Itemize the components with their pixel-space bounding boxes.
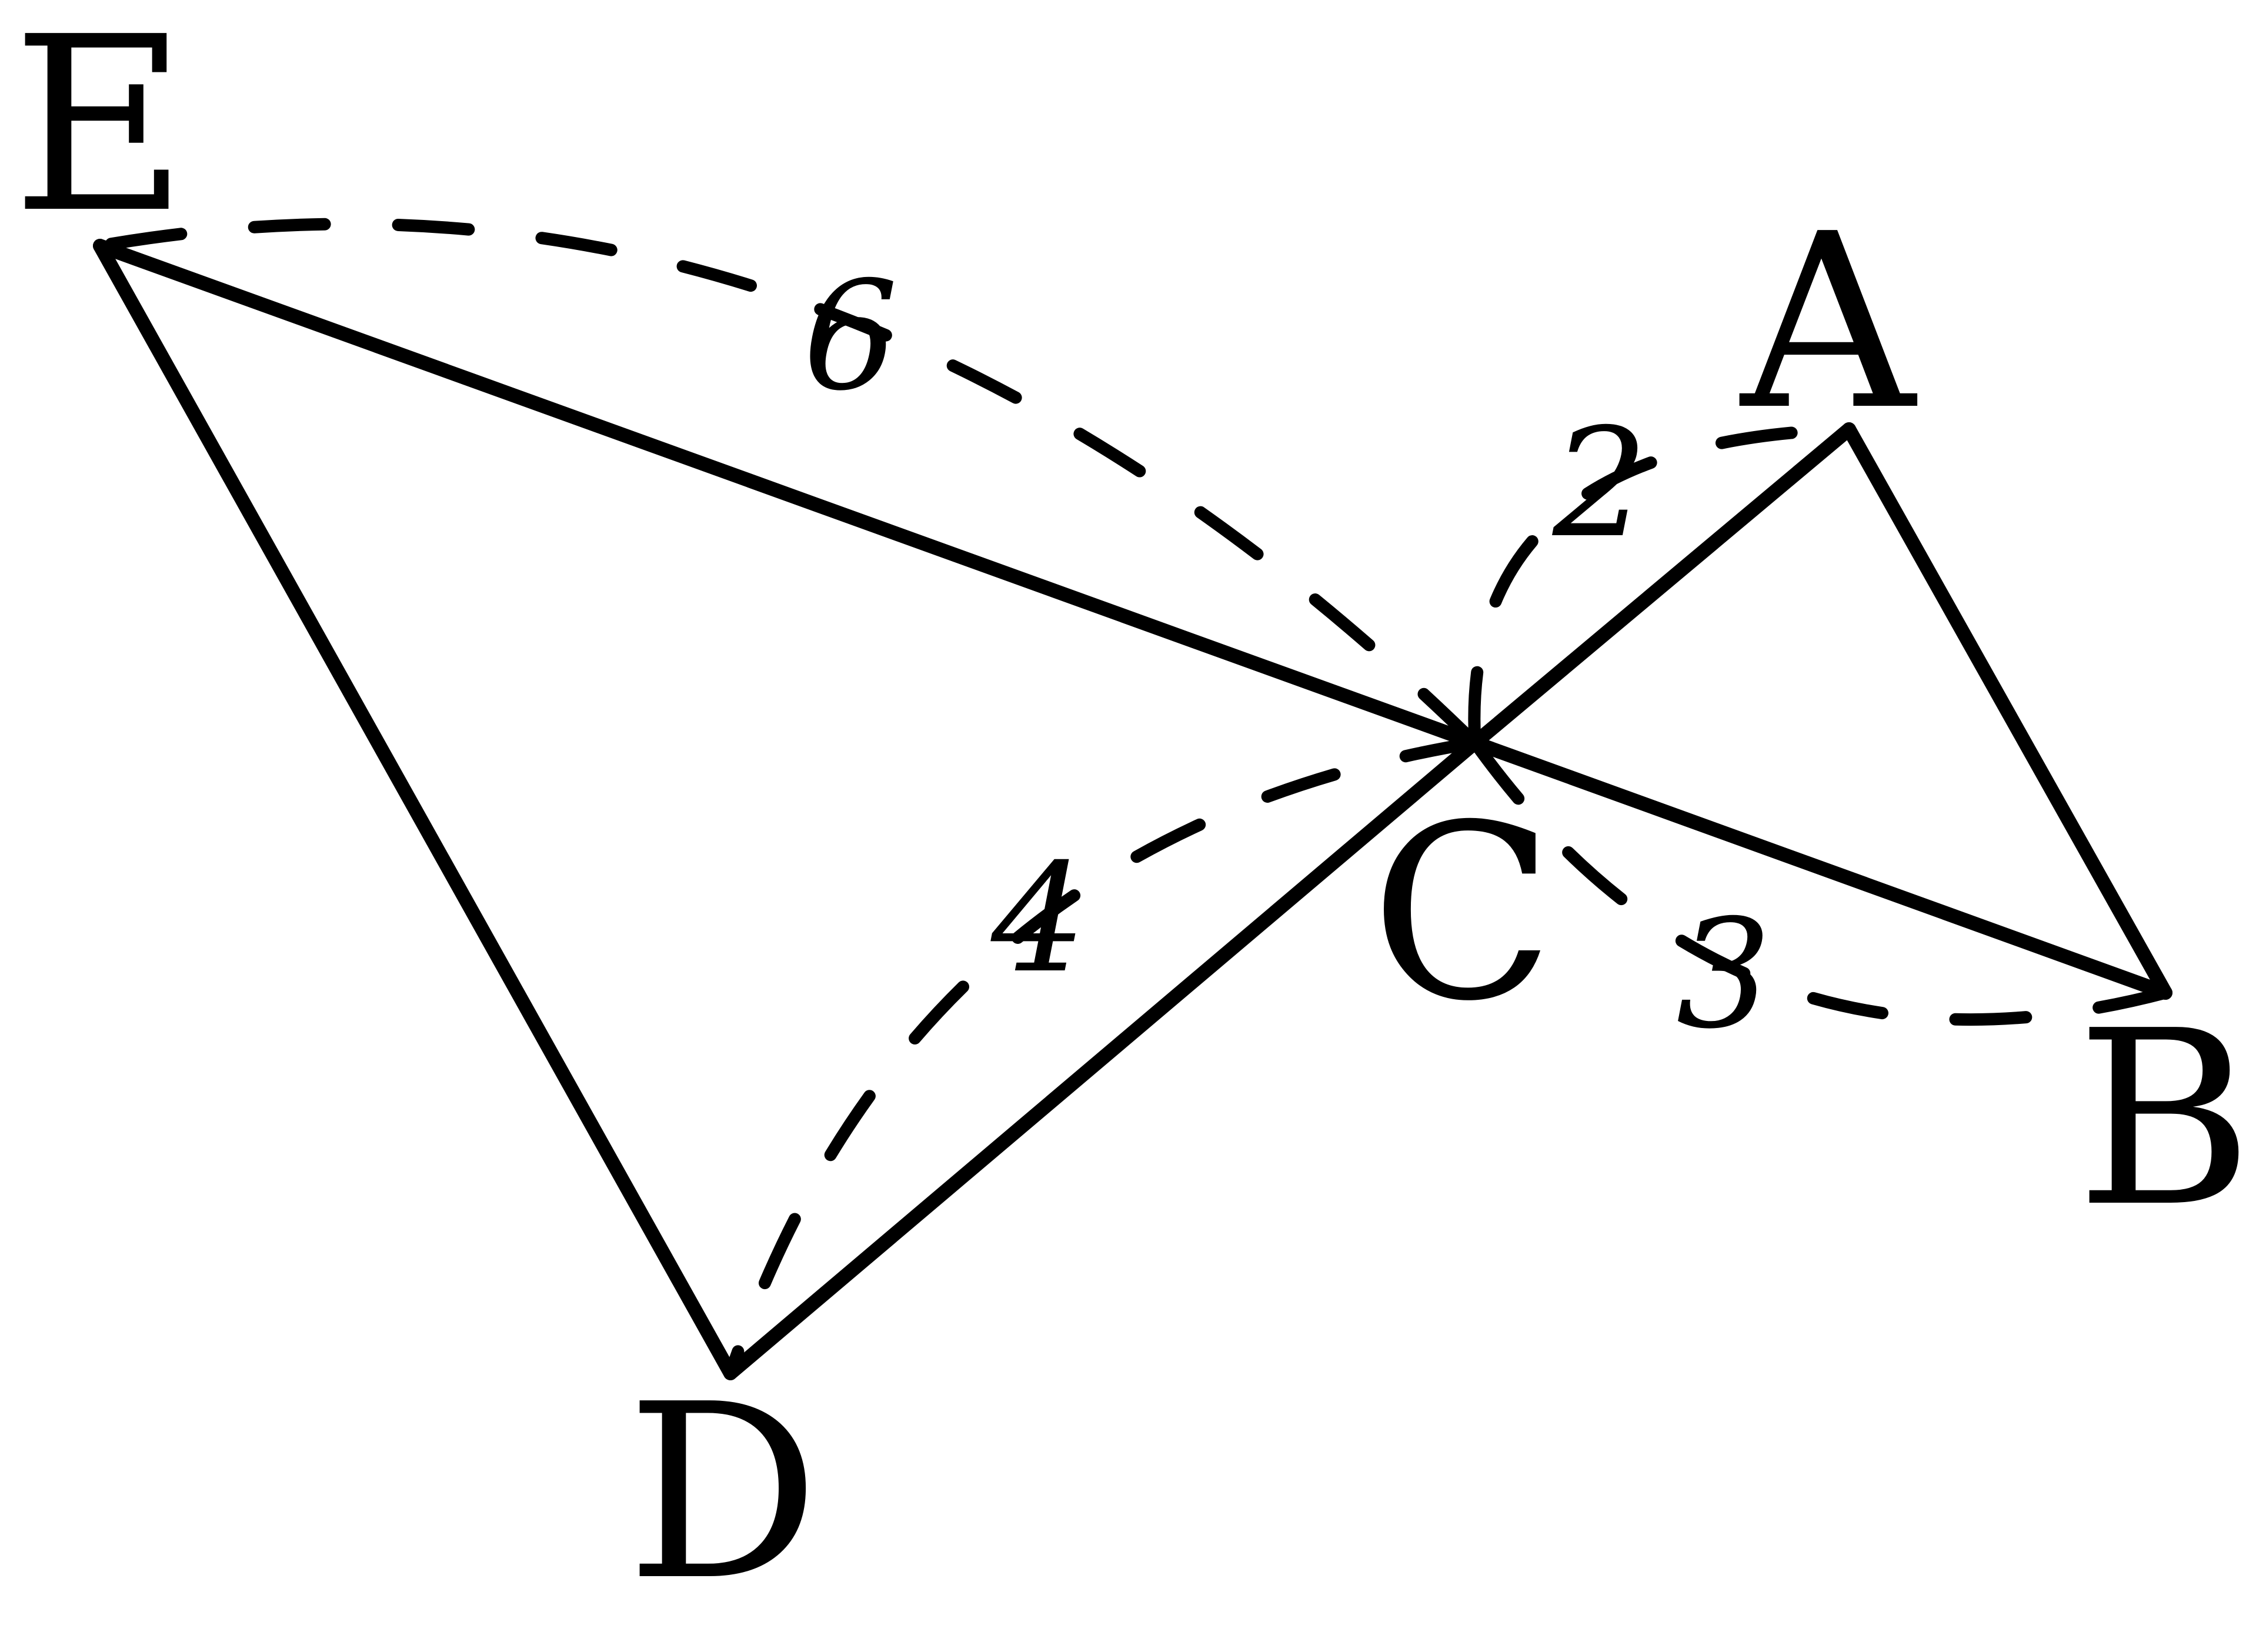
vertex-label-E: E: [12, 0, 188, 266]
edge-C-B: [1468, 736, 2172, 1000]
arc-C-to-A: [1468, 423, 1855, 749]
edge-A-B: [1842, 422, 2172, 1000]
edge-E-D: [93, 239, 737, 1380]
vertex-label-B: B: [2076, 979, 2246, 1260]
measure-label-CE: 6: [803, 249, 898, 424]
solid-edges: [93, 239, 2172, 1380]
dashed-arcs: [94, 218, 2172, 1380]
vertex-label-C: C: [1370, 773, 1555, 1054]
arc-C-to-D: [724, 736, 1481, 1380]
measure-label-CA: 2: [1552, 396, 1648, 571]
measure-labels: 6 2 4 3: [803, 249, 1771, 1062]
edge-E-C: [93, 239, 1482, 750]
measure-label-CB: 3: [1676, 887, 1771, 1062]
vertex-label-D: D: [626, 1352, 820, 1633]
measure-label-CD: 4: [990, 832, 1086, 1006]
vertex-label-A: A: [1737, 182, 1918, 463]
edge-A-C: [1468, 422, 1856, 750]
arc-C-to-E: [94, 218, 1481, 749]
edge-C-D: [723, 736, 1482, 1380]
vertex-labels: E A C B D: [12, 0, 2246, 1633]
